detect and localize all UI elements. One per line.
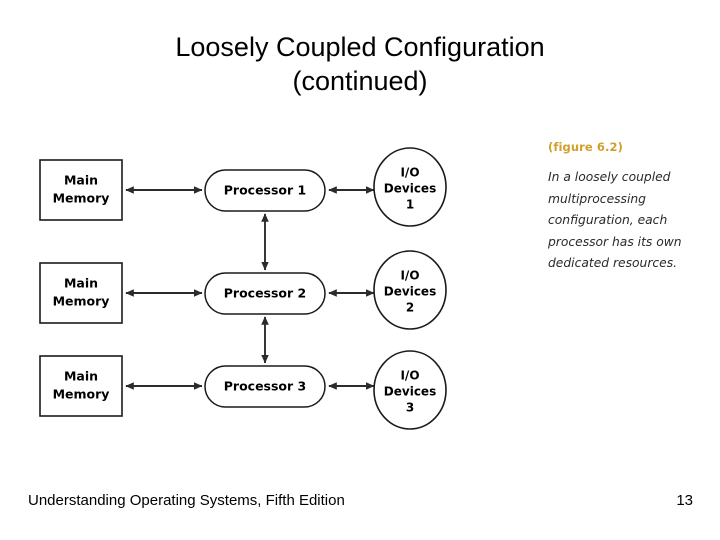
main-memory-label-2-line-2: Memory <box>53 294 110 309</box>
figure-caption-line-4: processor has its own <box>548 234 682 249</box>
figure-caption-block: (figure 6.2) In a loosely coupled multip… <box>548 140 713 275</box>
footer-book-title: Understanding Operating Systems, Fifth E… <box>28 492 345 509</box>
processor-box-1 <box>204 169 326 212</box>
main-memory-label-3-line-2: Memory <box>53 387 110 402</box>
io-devices-circle-2 <box>373 250 447 330</box>
io-devices-label-1-line-3: 1 <box>406 198 414 212</box>
io-devices-circle-3 <box>373 350 447 430</box>
io-devices-label-3-line-1: I/O <box>400 369 419 383</box>
main-memory-label-2-line-1: Main <box>64 276 98 291</box>
page-title-line-1: Loosely Coupled Configuration <box>175 32 545 62</box>
io-devices-label-3-line-3: 3 <box>406 401 414 415</box>
io-devices-circle-1 <box>373 147 447 227</box>
io-devices-label-1-line-1: I/O <box>400 166 419 180</box>
processor-box-3 <box>204 365 326 408</box>
processor-label-3: Processor 3 <box>224 379 306 394</box>
processor-label-1: Processor 1 <box>224 183 306 198</box>
main-memory-label-1-line-1: Main <box>64 173 98 188</box>
figure-caption-line-5: dedicated resources. <box>548 256 678 270</box>
footer-page-number: 13 <box>676 492 693 509</box>
processor-label-2: Processor 2 <box>224 286 306 301</box>
figure-caption-line-1: In a loosely coupled <box>548 170 671 184</box>
io-devices-label-3-line-2: Devices <box>384 385 436 399</box>
main-memory-label-3-line-1: Main <box>64 369 98 384</box>
slide-footer: Understanding Operating Systems, Fifth E… <box>0 492 720 522</box>
main-memory-box-3 <box>39 355 123 417</box>
figure-caption-line-2: multiprocessing <box>548 191 646 206</box>
figure-caption-text: In a loosely coupled multiprocessing con… <box>548 167 713 275</box>
figure-caption-line-3: configuration, each <box>548 213 668 227</box>
page-title-line-2: (continued) <box>292 66 428 96</box>
main-memory-box-2 <box>39 262 123 324</box>
figure-number-label: (figure 6.2) <box>548 140 623 154</box>
io-devices-label-2-line-1: I/O <box>400 269 419 283</box>
page-title: Loosely Coupled Configuration (continued… <box>60 30 660 98</box>
main-memory-label-1-line-2: Memory <box>53 191 110 206</box>
processor-box-2 <box>204 272 326 315</box>
main-memory-box-1 <box>39 159 123 221</box>
io-devices-label-2-line-3: 2 <box>406 301 414 315</box>
io-devices-label-1-line-2: Devices <box>384 182 436 196</box>
io-devices-label-2-line-2: Devices <box>384 285 436 299</box>
